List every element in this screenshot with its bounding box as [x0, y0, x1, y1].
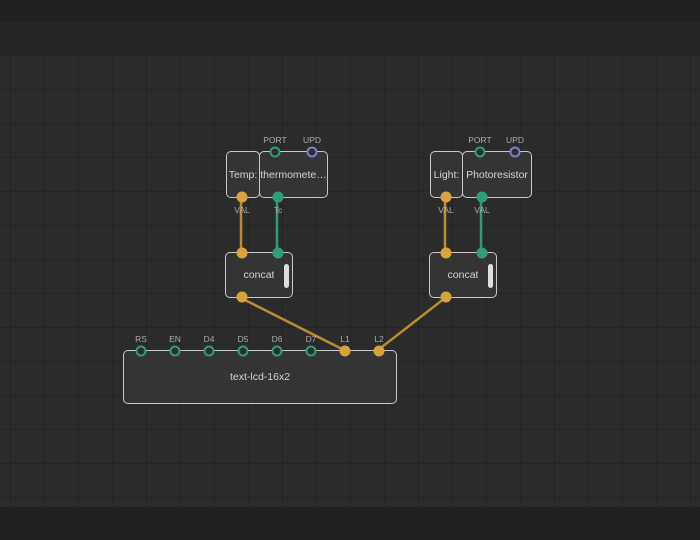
grid-background	[0, 55, 700, 507]
node-light-label[interactable]: Light: VAL	[430, 151, 463, 215]
bottom-band	[0, 507, 700, 540]
variadic-handle[interactable]	[488, 264, 493, 288]
pin-label-d6: D6	[271, 334, 283, 344]
node-temp-label[interactable]: Temp: VAL	[226, 151, 260, 215]
pin-concat-out[interactable]	[236, 291, 248, 303]
node-title: thermomete…	[260, 168, 327, 181]
pin-lcd-rs[interactable]	[135, 345, 147, 357]
pin-lcd-d4[interactable]	[203, 345, 215, 357]
pin-lcd-l2[interactable]	[373, 345, 385, 357]
pin-label-rs: RS	[135, 334, 147, 344]
pin-concat-in1[interactable]	[440, 247, 452, 259]
pin-thermometer-tc[interactable]	[272, 191, 284, 203]
pin-label-en: EN	[169, 334, 181, 344]
pin-photoresistor-val[interactable]	[476, 191, 488, 203]
pin-lcd-d6[interactable]	[271, 345, 283, 357]
node-title: concat	[447, 269, 479, 281]
pin-label-d4: D4	[203, 334, 215, 344]
pin-lcd-en[interactable]	[169, 345, 181, 357]
pin-label-tc: Tc	[273, 205, 283, 215]
link-concat-left-to-l1[interactable]	[240, 296, 345, 352]
pin-photoresistor-upd[interactable]	[509, 146, 521, 158]
pin-concat-in2[interactable]	[272, 247, 284, 259]
pin-label-port: PORT	[263, 135, 287, 145]
pin-temp-val[interactable]	[236, 191, 248, 203]
pin-concat-in2[interactable]	[476, 247, 488, 259]
node-title: concat	[243, 269, 275, 281]
pin-label-upd: UPD	[506, 135, 524, 145]
node-title: text-lcd-16x2	[229, 371, 291, 383]
pin-label-d7: D7	[305, 334, 317, 344]
pin-thermometer-upd[interactable]	[306, 146, 318, 158]
node-text-lcd-16x2[interactable]: text-lcd-16x2 RS EN D4 D5 D6 D7 L1 L2	[123, 334, 397, 404]
pin-label-port: PORT	[468, 135, 492, 145]
node-title: Temp:	[228, 168, 258, 181]
node-concat-left[interactable]: concat	[225, 247, 293, 303]
pin-label-val: VAL	[474, 205, 490, 215]
pin-lcd-d7[interactable]	[305, 345, 317, 357]
pin-label-l2: L2	[374, 334, 384, 344]
top-band	[0, 0, 700, 55]
pin-label-light-val: VAL	[438, 205, 454, 215]
node-concat-right[interactable]: concat	[429, 247, 497, 303]
pin-photoresistor-port[interactable]	[474, 146, 486, 158]
node-photoresistor[interactable]: Photoresistor PORT UPD VAL	[462, 135, 532, 215]
node-title: Photoresistor	[466, 168, 528, 181]
node-title: Light:	[433, 168, 460, 181]
node-thermometer[interactable]: thermomete… PORT UPD Tc	[259, 135, 328, 215]
pin-concat-in1[interactable]	[236, 247, 248, 259]
pin-label-temp-val: VAL	[234, 205, 250, 215]
pin-lcd-l1[interactable]	[339, 345, 351, 357]
pin-label-d5: D5	[237, 334, 249, 344]
pin-light-val[interactable]	[440, 191, 452, 203]
pin-label-l1: L1	[340, 334, 350, 344]
pin-thermometer-port[interactable]	[269, 146, 281, 158]
link-concat-right-to-l2[interactable]	[377, 297, 446, 351]
variadic-handle[interactable]	[284, 264, 289, 288]
pin-concat-out[interactable]	[440, 291, 452, 303]
pin-label-upd: UPD	[303, 135, 321, 145]
pin-lcd-d5[interactable]	[237, 345, 249, 357]
